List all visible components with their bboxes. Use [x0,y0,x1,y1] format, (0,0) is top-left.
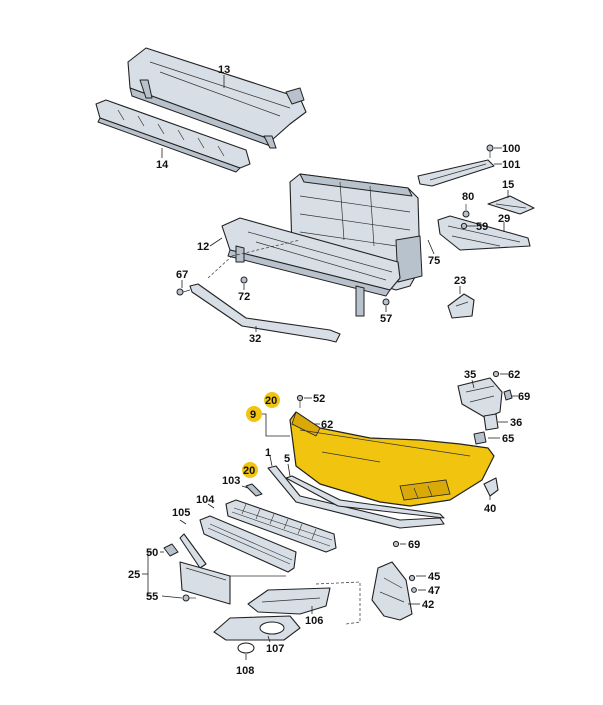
label-55: 55 [146,591,158,603]
part-100-screw[interactable] [486,144,494,158]
label-52: 52 [313,393,325,405]
part-59-screw[interactable] [460,222,468,230]
leader-1 [269,455,273,467]
part-80-screw[interactable] [462,204,470,218]
label-42: 42 [422,599,434,611]
label-57: 57 [380,313,392,325]
label-69b: 69 [408,539,420,551]
part-69-clip-upper[interactable] [503,389,513,401]
part-40-side-clip[interactable] [483,477,499,497]
part-55-screw[interactable] [182,594,196,602]
label-80: 80 [462,191,474,203]
label-14: 14 [156,159,169,171]
label-13: 13 [218,64,230,76]
label-15: 15 [502,179,514,191]
part-14-energy-absorber[interactable] [95,99,251,173]
part-69-screw-lower[interactable] [392,540,400,548]
part-50-clip[interactable] [163,543,179,557]
dashed-guide-106 [315,581,361,625]
leader-75 [427,239,435,255]
part-103-clip[interactable] [245,483,263,497]
part-106-lower-cover[interactable] [247,587,331,615]
part-62-screw-upper[interactable] [492,370,500,378]
label-5: 5 [284,453,290,465]
label-36: 36 [510,417,522,429]
part-25-licence-bracket[interactable] [179,561,231,605]
label-103: 103 [222,475,240,487]
callout-9[interactable]: 9 [246,406,262,422]
label-75: 75 [428,255,440,267]
leader-103 [241,485,249,489]
part-32-spoiler-strip[interactable] [189,283,341,343]
label-25: 25 [128,569,140,581]
part-101-bracket[interactable] [417,159,495,187]
label-12: 12 [197,241,209,253]
part-57-screw[interactable] [382,298,390,306]
label-40: 40 [484,503,496,515]
label-35: 35 [464,369,476,381]
label-100: 100 [502,143,520,155]
part-108-ring[interactable] [237,642,255,654]
leader-12 [209,237,223,247]
part-15-bracket[interactable] [487,195,535,215]
label-9: 9 [250,409,256,421]
part-35-guide-bracket[interactable] [457,377,503,419]
label-105: 105 [172,507,190,519]
label-20-lower: 20 [243,465,255,477]
label-29: 29 [498,213,510,225]
part-52-screw[interactable] [296,394,304,408]
leader-107 [267,635,271,643]
highlight-20-lower [242,462,258,478]
bracket-9 [262,413,290,437]
callout-20-lower[interactable]: 20 [242,462,258,478]
label-32: 32 [249,333,261,345]
label-69a: 69 [518,391,530,403]
part-13-reinforcement-bar[interactable] [127,47,307,149]
leader-55 [161,595,183,599]
part-5-trim-strip[interactable] [285,475,445,519]
label-101: 101 [502,159,520,171]
label-59: 59 [476,221,488,233]
leader-105 [179,519,187,525]
part-47-clip[interactable] [411,587,417,593]
label-62a: 62 [508,369,520,381]
part-72-screw[interactable] [240,276,248,284]
label-45: 45 [428,571,440,583]
label-50: 50 [146,547,158,559]
label-62b: 62 [321,419,333,431]
label-108: 108 [236,665,254,677]
part-29-side-bracket[interactable] [437,215,531,251]
leader-104 [207,503,215,509]
part-23-tow-cap[interactable] [447,293,475,319]
highlight-20-upper [264,392,280,408]
label-1: 1 [265,447,271,459]
part-36-bracket[interactable] [483,413,499,431]
label-104: 104 [196,494,215,506]
callout-20-upper[interactable]: 20 [264,392,280,408]
highlight-9 [246,406,262,422]
leader-35 [471,379,475,389]
part-42-side-bracket[interactable] [371,561,413,621]
label-65: 65 [502,433,514,445]
label-72: 72 [238,291,250,303]
part-65-clip[interactable] [473,431,487,445]
part-45-screw[interactable] [408,574,416,582]
bumper-cover[interactable] [289,411,495,507]
part-12-lower-bar[interactable] [221,217,401,317]
leader-5 [287,463,291,477]
label-67: 67 [176,269,188,281]
label-106: 106 [305,615,323,627]
label-20-upper: 20 [265,395,277,407]
part-104-grille[interactable] [225,499,337,553]
part-107-fog-trim[interactable] [213,615,301,641]
dashed-guide-12 [207,239,301,279]
label-107: 107 [266,643,284,655]
part-67-screw[interactable] [176,288,191,296]
label-23: 23 [454,275,466,287]
label-47: 47 [428,585,440,597]
